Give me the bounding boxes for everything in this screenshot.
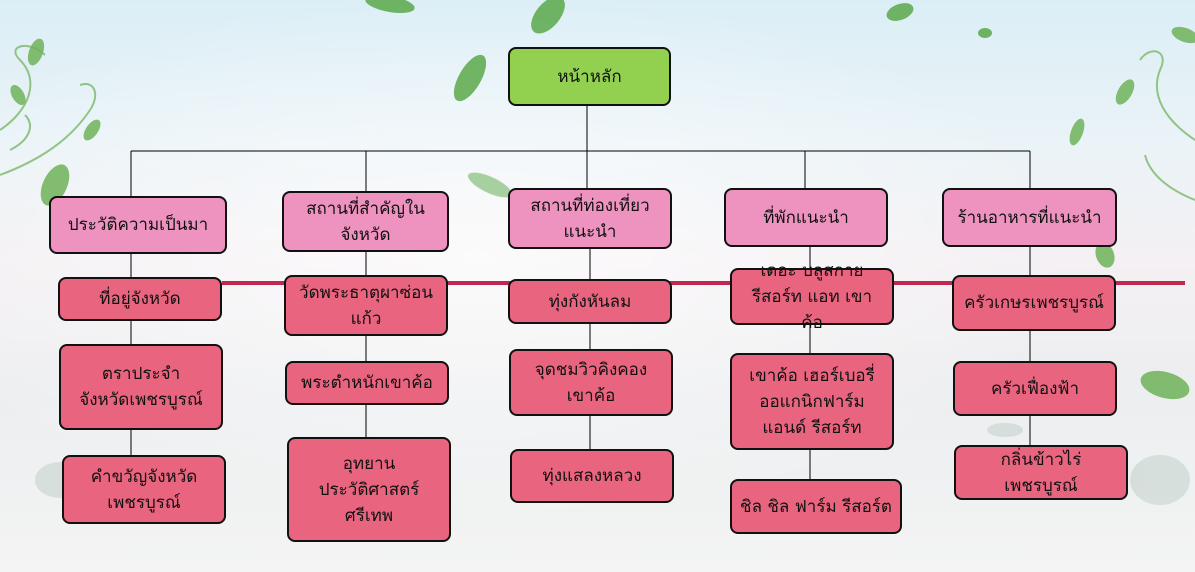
item-wat-phra-that[interactable]: วัดพระธาตุผาซ่อนแก้ว: [284, 275, 448, 336]
item-blue-sky-resort[interactable]: เดอะ บลูสกาย รีสอร์ท แอท เขาค้อ: [730, 261, 894, 333]
item-province-location[interactable]: ที่อยู่จังหวัด: [58, 277, 222, 321]
category-restaurants[interactable]: ร้านอาหารที่แนะนำ: [942, 188, 1117, 247]
item-royal-residence[interactable]: พระตำหนักเขาค้อ: [285, 361, 449, 405]
item-province-seal[interactable]: ตราประจำจังหวัดเพชรบูรณ์: [59, 344, 223, 430]
item-chill-chill-farm[interactable]: ชิล ชิล ฟาร์ม รีสอร์ต: [730, 479, 902, 534]
item-kingkong-viewpoint[interactable]: จุดชมวิวคิงคองเขาค้อ: [509, 349, 673, 416]
item-wind-turbine-field[interactable]: ทุ่งกังหันลม: [508, 279, 672, 324]
item-krua-kesorn[interactable]: ครัวเกษรเพชรบูรณ์: [952, 275, 1116, 331]
item-herbary-farm-resort[interactable]: เขาค้อ เฮอร์เบอรี่ ออแกนิกฟาร์ม แอนด์ รี…: [730, 353, 894, 450]
category-attractions[interactable]: สถานที่ท่องเที่ยวแนะนำ: [508, 188, 672, 249]
category-accommodation[interactable]: ที่พักแนะนำ: [724, 188, 888, 247]
item-province-motto[interactable]: คำขวัญจังหวัดเพชรบูรณ์: [62, 455, 226, 524]
item-klin-khao-rai[interactable]: กลิ่นข้าวไร่ เพชรบูรณ์: [954, 445, 1128, 500]
item-krua-fueang-fa[interactable]: ครัวเฟื่องฟ้า: [953, 361, 1117, 416]
root-node-home[interactable]: หน้าหลัก: [508, 47, 671, 106]
category-important-places[interactable]: สถานที่สำคัญในจังหวัด: [282, 191, 449, 252]
item-thung-salaeng-luang[interactable]: ทุ่งแสลงหลวง: [510, 449, 674, 503]
category-history[interactable]: ประวัติความเป็นมา: [49, 196, 227, 254]
item-si-thep-park[interactable]: อุทยานประวัติศาสตร์ศรีเทพ: [287, 437, 451, 542]
